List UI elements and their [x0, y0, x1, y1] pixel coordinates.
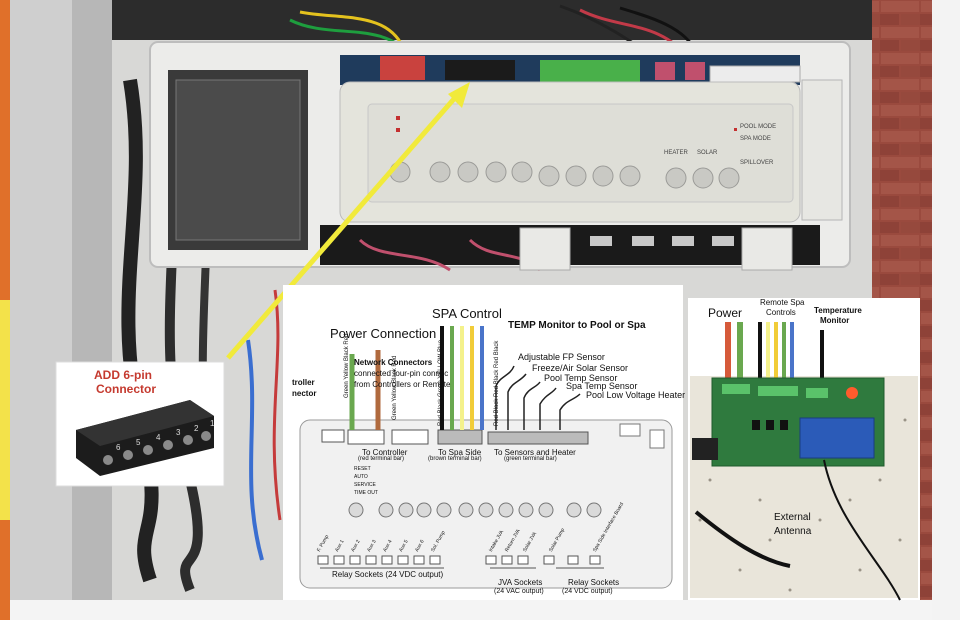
sensor-label: Freeze/Air Solar Sensor	[532, 363, 629, 373]
board-antenna-label: Antenna	[774, 526, 812, 537]
spa-mode-label: SPA MODE	[740, 136, 771, 142]
board-temperature-label: Temperature	[814, 306, 862, 315]
sensor-label: Adjustable FP Sensor	[518, 352, 605, 362]
pin-label: 4	[156, 433, 161, 442]
terminal-blocks	[321, 429, 589, 445]
solar-label: SOLAR	[697, 150, 718, 156]
warning-label	[0, 300, 10, 520]
green-terminal	[540, 60, 640, 82]
led-label: SERVICE	[354, 482, 376, 488]
pin-label: 2	[194, 424, 199, 433]
callout-title-line2: Connector	[96, 382, 156, 396]
board-power-label: Power	[708, 306, 743, 320]
board-antenna-label: External	[774, 512, 811, 523]
jva-sockets-caption: JVA Sockets	[498, 578, 543, 587]
network-connectors-label: from Controllers or Remote	[354, 380, 451, 389]
black-terminal	[445, 60, 515, 80]
power-connection-heading: Power Connection	[330, 326, 437, 341]
spillover-label: SPILLOVER	[740, 160, 774, 166]
controller-connector-label: troller	[292, 378, 315, 387]
pin-label: 3	[176, 428, 181, 437]
terminal-caption: (red terminal bar)	[358, 456, 405, 462]
terminal-caption: To Spa Side	[438, 448, 482, 457]
terminal-caption: (brown terminal bar)	[428, 456, 482, 462]
yellow-arrow	[226, 90, 462, 360]
network-connectors-label: connected four-pin connec	[354, 369, 449, 378]
network-connectors-label: Network Connectors	[354, 358, 433, 367]
heater-label: HEATER	[664, 150, 688, 156]
terminal-caption: (green terminal bar)	[504, 456, 557, 462]
relay-sockets-caption: Relay Sockets (24 VDC output)	[332, 570, 444, 579]
red-terminal	[380, 56, 425, 80]
relay-sockets-caption: Relay Sockets	[568, 578, 620, 587]
sensor-label: Pool Temp Sensor	[544, 373, 618, 383]
connector-6pin	[76, 400, 214, 476]
pin-label: 1	[210, 419, 215, 428]
wire-color-group: Green Yellow Black Red	[344, 333, 350, 398]
led-label: TIME OUT	[354, 490, 378, 496]
controller-connector-label: nector	[292, 389, 317, 398]
wire-color-group: Red Black Red Black Red Black	[494, 340, 500, 426]
led-label: AUTO	[354, 474, 368, 480]
temp-monitor-heading: TEMP Monitor to Pool or Spa	[508, 320, 646, 331]
pool-mode-label: POOL MODE	[740, 124, 777, 130]
spa-control-heading: SPA Control	[432, 306, 502, 321]
led-label: RESET	[354, 466, 371, 472]
board-remote-spa-label: Controls	[766, 308, 796, 317]
pin-label: 5	[136, 438, 141, 447]
board-temperature-label: Monitor	[820, 316, 850, 325]
wire-color-group: Green Yellow Black Red	[392, 355, 398, 420]
sensor-label: Spa Temp Sensor	[566, 381, 638, 391]
pin-label: 6	[116, 443, 121, 452]
relay-sockets-caption: (24 VDC output)	[562, 588, 613, 595]
wire-color-group: Red Black Green YELLOW Blue	[438, 340, 444, 426]
callout-title-line1: ADD 6-pin	[94, 368, 152, 382]
terminal-caption: To Controller	[362, 448, 408, 457]
terminal-caption: To Sensors and Heater	[494, 448, 576, 457]
jva-sockets-caption: (24 VAC output)	[494, 588, 544, 595]
board-remote-spa-label: Remote Spa	[760, 298, 805, 307]
sensor-label: Pool Low Voltage Heater	[586, 390, 686, 400]
